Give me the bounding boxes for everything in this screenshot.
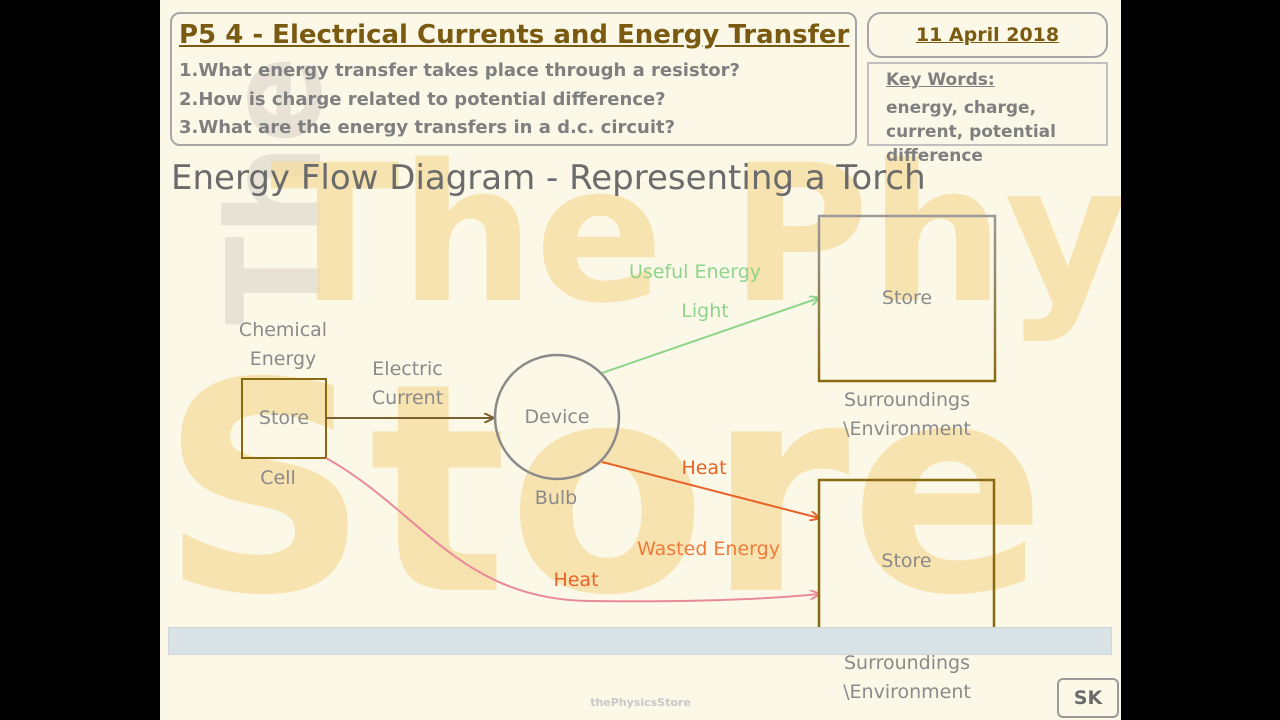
header-box bbox=[170, 12, 857, 146]
electric-current-label: Electric Current bbox=[371, 358, 444, 409]
question-2: 2.How is charge related to potential dif… bbox=[179, 89, 666, 110]
footer-logo: thePhysicsStore bbox=[590, 696, 691, 709]
bulb-label: Bulb bbox=[534, 487, 578, 509]
cell-label: Cell bbox=[260, 467, 296, 489]
device-label: Device bbox=[524, 406, 590, 428]
store-bottom-label: Store bbox=[881, 550, 932, 572]
key-words-title: Key Words: bbox=[886, 70, 995, 90]
bottom-bar bbox=[168, 627, 1112, 655]
question-1: 1.What energy transfer takes place throu… bbox=[179, 60, 740, 81]
page-title: P5 4 - Electrical Currents and Energy Tr… bbox=[179, 20, 850, 50]
energy-flow-diagram bbox=[241, 214, 997, 646]
date-box: 11 April 2018 bbox=[867, 12, 1108, 58]
store-bottom-caption: Surroundings \Environment bbox=[843, 652, 971, 703]
key-words-text: energy, charge, current, potential diffe… bbox=[886, 98, 1056, 166]
heat-arrow-device bbox=[601, 461, 819, 518]
diagram-heading: Energy Flow Diagram - Representing a Tor… bbox=[171, 158, 926, 198]
useful-energy-label: Useful Energy bbox=[628, 261, 762, 283]
wasted-energy-label: Wasted Energy bbox=[637, 538, 780, 560]
heat-label-device: Heat bbox=[681, 457, 727, 479]
store-top-label: Store bbox=[881, 287, 933, 309]
slide: The The Physics Store P5 4 - Electrical … bbox=[160, 0, 1121, 720]
surroundings-store-top bbox=[817, 214, 997, 383]
store-top-caption: Surroundings \Environment bbox=[843, 389, 971, 440]
question-3: 3.What are the energy transfers in a d.c… bbox=[179, 117, 676, 138]
light-arrow bbox=[601, 298, 819, 374]
key-words-box: Key Words: energy, charge, current, pote… bbox=[867, 62, 1108, 166]
heat-arrow-cell bbox=[325, 457, 819, 603]
chemical-energy-label: Chemical Energy bbox=[238, 319, 328, 370]
light-label: Light bbox=[681, 300, 729, 322]
sk-badge[interactable]: SK bbox=[1057, 678, 1119, 718]
device-circle bbox=[493, 353, 621, 481]
cell-store-label: Store bbox=[258, 407, 310, 429]
heat-label-cell: Heat bbox=[553, 569, 599, 591]
